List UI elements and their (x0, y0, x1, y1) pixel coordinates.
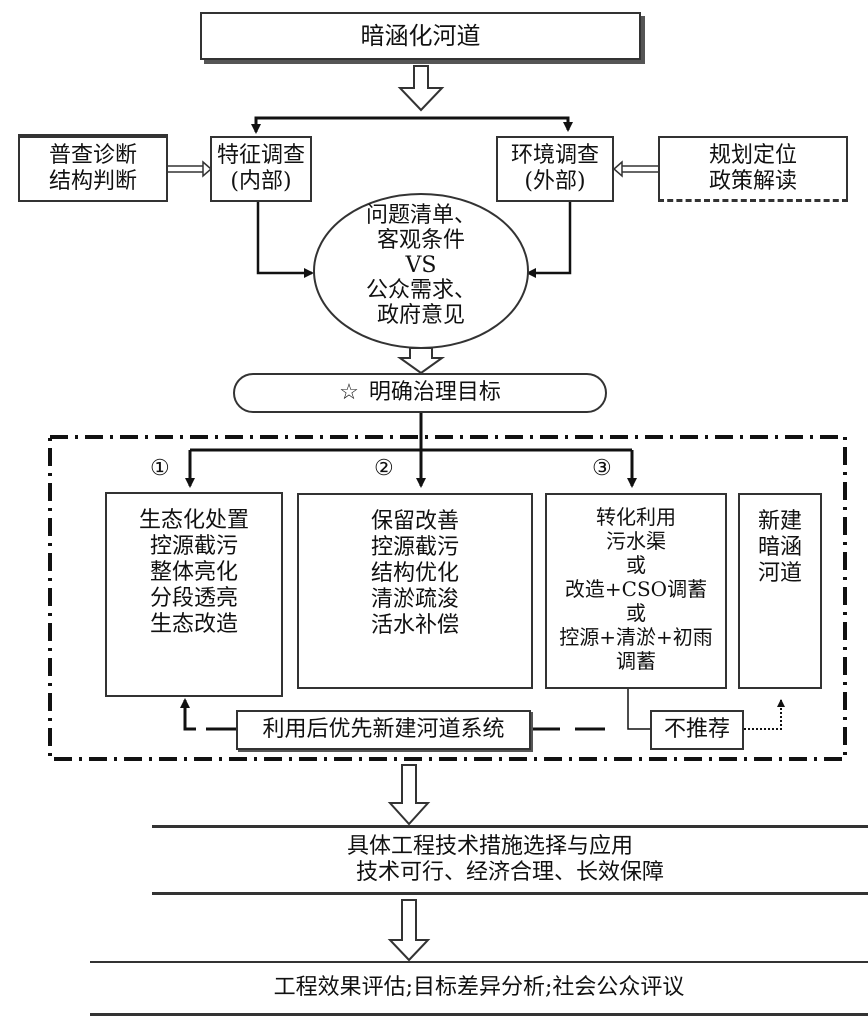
option2-line-1: 保留改善 (370, 509, 459, 534)
ellipse-line-3: VS (405, 253, 437, 278)
option2-line-4: 清淤疏浚 (370, 587, 459, 612)
internal-survey-line-1: 特征调查 (216, 143, 305, 168)
option1-line-1: 生态化处置 (138, 508, 249, 533)
option2-line-2: 控源截污 (370, 535, 459, 560)
title-text: 暗涵化河道 (360, 22, 481, 50)
options-boundary (48, 435, 847, 761)
option3-to-not-recommended (627, 689, 650, 730)
not-recommended-text: 不推荐 (663, 717, 730, 742)
option-marker-3: ③ (592, 456, 612, 481)
evaluation-box: 工程效果评估;目标差异分析;社会公众评议 (90, 961, 868, 1016)
priority-note-text: 利用后优先新建河道系统 (262, 717, 505, 742)
option-marker-1: ① (150, 456, 170, 481)
option4-line-2: 暗涵 (757, 535, 802, 560)
ellipse-line-2: 客观条件 (376, 228, 465, 253)
title-box: 暗涵化河道 (200, 12, 641, 60)
option-marker-2: ② (374, 456, 394, 481)
engineering-line-1: 具体工程技术措施选择与应用 (346, 834, 633, 859)
star-icon: ☆ (339, 380, 359, 405)
left-input-arrow (168, 160, 213, 178)
option2-box: 保留改善 控源截污 结构优化 清淤疏浚 活水补偿 (297, 493, 533, 689)
ellipse-line-5: 政府意见 (376, 303, 465, 328)
right-input-line-1: 规划定位 (708, 142, 797, 168)
priority-note-box: 利用后优先新建河道系统 (236, 710, 531, 750)
option4-box: 新建 暗涵 河道 (738, 493, 822, 689)
engineering-line-2: 技术可行、经济合理、长效保障 (355, 860, 664, 885)
left-input-box: 普查诊断 结构判断 (18, 136, 168, 202)
ellipse-line-1: 问题清单、 (365, 203, 476, 228)
internal-survey-box: 特征调查 (内部) (210, 136, 312, 202)
option3-line-5: 或 (626, 601, 646, 625)
internal-survey-line-2: (内部) (230, 169, 292, 194)
right-input-line-2: 政策解读 (708, 168, 797, 194)
option1-line-5: 生态改造 (149, 612, 238, 637)
option2-line-3: 结构优化 (370, 561, 459, 586)
not-recommended-to-option4 (744, 699, 785, 730)
option1-line-3: 整体亮化 (149, 560, 238, 585)
option1-line-4: 分段透亮 (149, 586, 238, 611)
option2-line-5: 活水补偿 (370, 613, 459, 638)
goal-box: ☆ 明确治理目标 (233, 373, 607, 413)
evaluation-text: 工程效果评估;目标差异分析;社会公众评议 (273, 975, 685, 1000)
option3-line-1: 转化利用 (596, 505, 676, 529)
option3-line-2: 污水渠 (606, 529, 666, 553)
split-connector (254, 116, 573, 132)
hollow-arrow-4 (387, 899, 431, 962)
option3-line-6: 控源+清淤+初雨 (559, 625, 713, 649)
external-to-ellipse (526, 202, 572, 278)
option1-line-2: 控源截污 (149, 534, 238, 559)
not-recommended-box: 不推荐 (650, 710, 744, 750)
left-input-line-2: 结构判断 (48, 169, 137, 194)
right-input-arrow (612, 160, 658, 178)
engineering-box: 具体工程技术措施选择与应用 技术可行、经济合理、长效保障 (152, 825, 868, 895)
hollow-arrow-3 (387, 764, 431, 826)
option1-box: 生态化处置 控源截污 整体亮化 分段透亮 生态改造 (105, 492, 283, 697)
option3-line-3: 或 (626, 553, 646, 577)
external-survey-line-2: (外部) (524, 169, 586, 194)
option4-line-3: 河道 (757, 561, 802, 586)
left-input-line-1: 普查诊断 (48, 143, 137, 168)
hollow-arrow-1 (397, 65, 445, 112)
hollow-arrow-2 (396, 347, 446, 375)
internal-to-ellipse (256, 202, 314, 278)
right-input-box: 规划定位 政策解读 (658, 136, 848, 202)
goal-text: 明确治理目标 (368, 380, 501, 405)
external-survey-line-1: 环境调查 (510, 143, 599, 168)
ellipse-line-4: 公众需求、 (365, 278, 476, 303)
priority-return-arrow (185, 700, 236, 731)
comparison-ellipse: 问题清单、 客观条件 VS 公众需求、 政府意见 (314, 203, 528, 328)
option3-line-4: 改造+CSO调蓄 (564, 577, 708, 601)
option3-line-7: 调蓄 (616, 649, 656, 673)
option3-box: 转化利用 污水渠 或 改造+CSO调蓄 或 控源+清淤+初雨 调蓄 (545, 493, 727, 689)
external-survey-box: 环境调查 (外部) (496, 136, 614, 202)
option4-line-1: 新建 (757, 509, 802, 534)
